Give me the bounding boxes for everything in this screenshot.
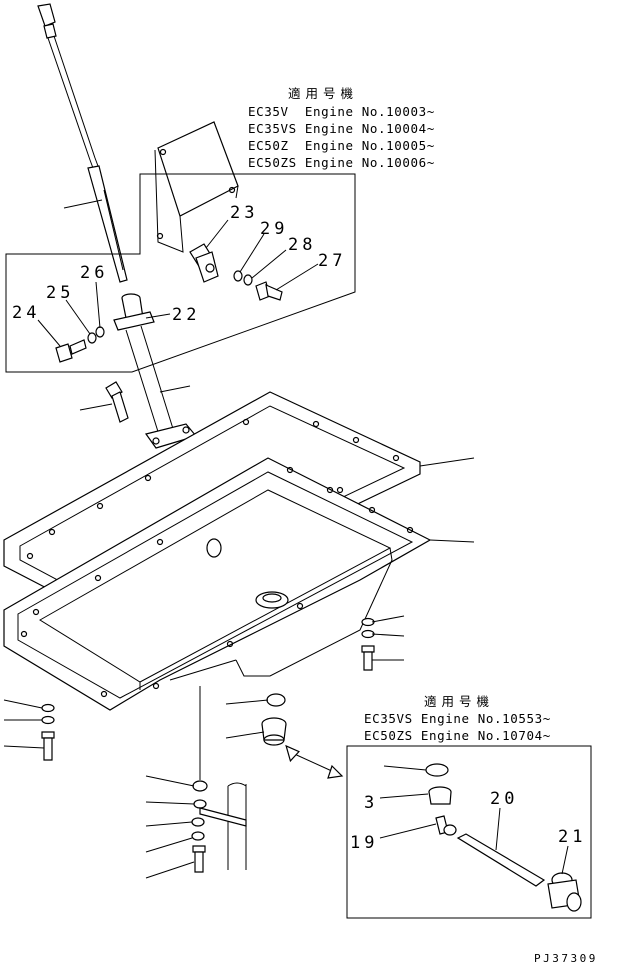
callout-22: 22 (172, 305, 200, 325)
drain-gasket (266, 693, 286, 707)
callout-21: 21 (558, 827, 586, 847)
detail-box-upper (5, 173, 356, 373)
washer-stack-right (361, 617, 375, 671)
note-line: EC50Z Engine No.10005~ (248, 138, 435, 153)
top-applicability-note: 適用号機 EC35V Engine No.10003~ EC35VS Engin… (248, 86, 435, 170)
drain-plug (261, 717, 287, 746)
washer-stack-left (41, 703, 55, 761)
callout-28: 28 (288, 235, 316, 255)
spring-washer-part (95, 326, 105, 338)
callout-26: 26 (80, 263, 108, 283)
washer-part (87, 332, 97, 344)
callout-25: 25 (46, 283, 74, 303)
detail-box-lower (346, 745, 592, 919)
drain-pipe-part (456, 833, 546, 887)
double-arrow (285, 744, 344, 779)
bracket-part (189, 243, 219, 283)
hose-clamp-assembly (191, 686, 247, 873)
note-line: EC35V Engine No.10003~ (248, 104, 435, 119)
drain-cock-part (547, 872, 582, 912)
note-line: EC35VS Engine No.10004~ (248, 121, 435, 136)
cover-plate (154, 121, 239, 253)
note-header: 適用号機 (424, 694, 494, 709)
gasket-part (425, 763, 449, 777)
callout-3: 3 (364, 793, 378, 813)
callout-labels: 23 29 28 27 26 25 24 22 3 20 19 21 (12, 203, 586, 853)
bolt-part (55, 339, 87, 363)
callout-24: 24 (12, 303, 40, 323)
washer-part (233, 270, 243, 282)
callout-19: 19 (350, 833, 378, 853)
note-line: EC50ZS Engine No.10704~ (364, 728, 551, 743)
oil-pan (3, 457, 432, 711)
callout-29: 29 (260, 219, 288, 239)
leader-lines (3, 199, 569, 879)
drawing-code: PJ37309 (534, 952, 598, 965)
callout-20: 20 (490, 789, 518, 809)
bottom-applicability-note: 適用号機 EC35VS Engine No.10553~ EC50ZS Engi… (364, 694, 551, 743)
elbow-part (435, 815, 457, 836)
note-header: 適用号機 (288, 86, 358, 101)
callout-23: 23 (230, 203, 258, 223)
note-line: EC50ZS Engine No.10006~ (248, 155, 435, 170)
callout-27: 27 (318, 251, 346, 271)
dipstick (37, 3, 128, 283)
note-line: EC35VS Engine No.10553~ (364, 711, 551, 726)
bolt-part (255, 281, 283, 301)
plug-part (428, 786, 452, 805)
bolt-part (105, 381, 129, 423)
spring-washer-part (243, 274, 253, 286)
